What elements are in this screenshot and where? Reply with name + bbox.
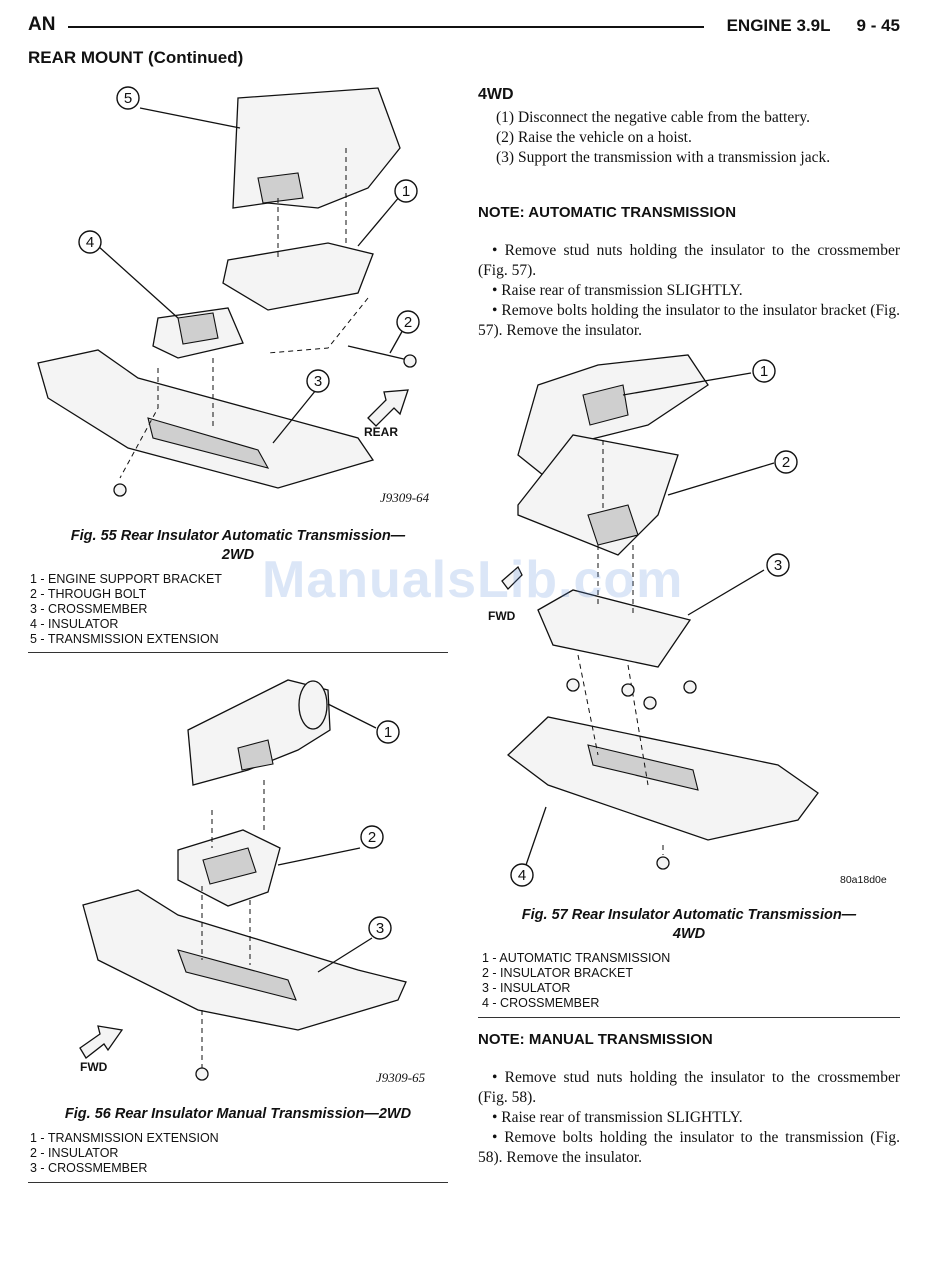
- header-section: ENGINE 3.9L: [726, 16, 831, 35]
- figure-56-caption: Fig. 56 Rear Insulator Manual Transmissi…: [64, 1106, 412, 1122]
- heading-4wd: 4WD: [478, 86, 514, 103]
- fig57-ref-code: 80a18d0e: [840, 874, 887, 886]
- legend-item: 3 - CROSSMEMBER: [30, 1161, 148, 1175]
- header-model: AN: [28, 14, 56, 35]
- manual-bullet-3: • Remove bolts holding the insulator to …: [478, 1129, 900, 1166]
- legend-item: 1 - ENGINE SUPPORT BRACKET: [30, 572, 222, 586]
- auto-bullet-2: • Raise rear of transmission SLIGHTLY.: [492, 282, 743, 299]
- fig57-caption-line2: 4WD: [672, 926, 706, 942]
- legend-item: 2 - THROUGH BOLT: [30, 587, 147, 601]
- page-header: AN ENGINE 3.9L 9 - 45: [24, 8, 904, 42]
- fig56-fwd-label: FWD: [80, 1060, 108, 1074]
- note-automatic: NOTE: AUTOMATIC TRANSMISSION: [478, 204, 737, 221]
- header-page-number: 9 - 45: [856, 16, 900, 35]
- legend-item: 4 - INSULATOR: [30, 617, 119, 631]
- fig57-callout-1: 1: [760, 363, 768, 380]
- fig55-callout-3: 3: [314, 373, 322, 390]
- step-3: (3) Support the transmission with a tran…: [496, 149, 831, 166]
- step-2: (2) Raise the vehicle on a hoist.: [496, 129, 692, 146]
- fig56-callout-3: 3: [376, 920, 384, 937]
- legend-item: 5 - TRANSMISSION EXTENSION: [30, 632, 219, 646]
- legend-item: 4 - CROSSMEMBER: [482, 996, 600, 1010]
- figure-57-caption: Fig. 57 Rear Insulator Automatic Transmi…: [478, 906, 900, 944]
- header-right: ENGINE 3.9L 9 - 45: [701, 16, 900, 36]
- fig56-ref-code: J9309-65: [376, 1070, 426, 1085]
- fig57-callout-4: 4: [518, 867, 526, 884]
- fig56-callout-1: 1: [384, 724, 392, 741]
- auto-bullet-3: • Remove bolts holding the insulator to …: [478, 302, 900, 339]
- legend-item: 3 - INSULATOR: [482, 981, 571, 995]
- fig55-callout-4: 4: [86, 234, 94, 251]
- fig56-callout-2: 2: [368, 829, 376, 846]
- note-manual: NOTE: MANUAL TRANSMISSION: [478, 1031, 713, 1048]
- fig55-caption-line1: Fig. 55 Rear Insulator Automatic Transmi…: [70, 528, 406, 544]
- legend-item: 3 - CROSSMEMBER: [30, 602, 148, 616]
- fig55-rear-label: REAR: [364, 425, 398, 439]
- header-rule: [68, 26, 704, 28]
- auto-bullet-1: • Remove stud nuts holding the insulator…: [478, 242, 900, 279]
- section-title: REAR MOUNT (Continued): [28, 48, 244, 67]
- step-1: (1) Disconnect the negative cable from t…: [496, 109, 811, 126]
- auto-bullets: • Remove stud nuts holding the insulator…: [478, 241, 900, 341]
- fig57-callout-2: 2: [782, 454, 790, 471]
- figure-55-legend: 1 - ENGINE SUPPORT BRACKET 2 - THROUGH B…: [30, 572, 450, 647]
- manual-bullet-1: • Remove stud nuts holding the insulator…: [478, 1069, 900, 1106]
- fig55-caption-line2: 2WD: [221, 547, 255, 563]
- fig55-callout-1: 1: [402, 183, 410, 200]
- fig55-callout-2: 2: [404, 314, 412, 331]
- legend-item: 1 - TRANSMISSION EXTENSION: [30, 1131, 219, 1145]
- figure-56-illustration: 1 2 3 FWD J9309-65: [28, 660, 448, 1100]
- divider: [28, 652, 448, 653]
- divider: [478, 1017, 900, 1018]
- figure-55-caption: Fig. 55 Rear Insulator Automatic Transmi…: [28, 527, 448, 565]
- figure-57-legend: 1 - AUTOMATIC TRANSMISSION 2 - INSULATOR…: [482, 951, 902, 1011]
- fig55-callout-5: 5: [124, 90, 132, 107]
- legend-item: 1 - AUTOMATIC TRANSMISSION: [482, 951, 671, 965]
- fig57-callout-3: 3: [774, 557, 782, 574]
- manual-bullets: • Remove stud nuts holding the insulator…: [478, 1068, 900, 1168]
- figure-55-illustration: 5 1 4 2 3 REAR J9309-64: [28, 78, 448, 516]
- fig55-ref-code: J9309-64: [380, 490, 430, 505]
- figure-57-illustration: 1 2 3 4 FWD 80a18d0e: [478, 345, 900, 890]
- steps-list: (1) Disconnect the negative cable from t…: [478, 108, 900, 168]
- fig57-caption-line1: Fig. 57 Rear Insulator Automatic Transmi…: [521, 907, 857, 923]
- fig57-fwd-label: FWD: [488, 609, 516, 623]
- manual-bullet-2: • Raise rear of transmission SLIGHTLY.: [492, 1109, 743, 1126]
- legend-item: 2 - INSULATOR BRACKET: [482, 966, 633, 980]
- divider: [28, 1182, 448, 1183]
- figure-56-legend: 1 - TRANSMISSION EXTENSION 2 - INSULATOR…: [30, 1131, 450, 1176]
- legend-item: 2 - INSULATOR: [30, 1146, 119, 1160]
